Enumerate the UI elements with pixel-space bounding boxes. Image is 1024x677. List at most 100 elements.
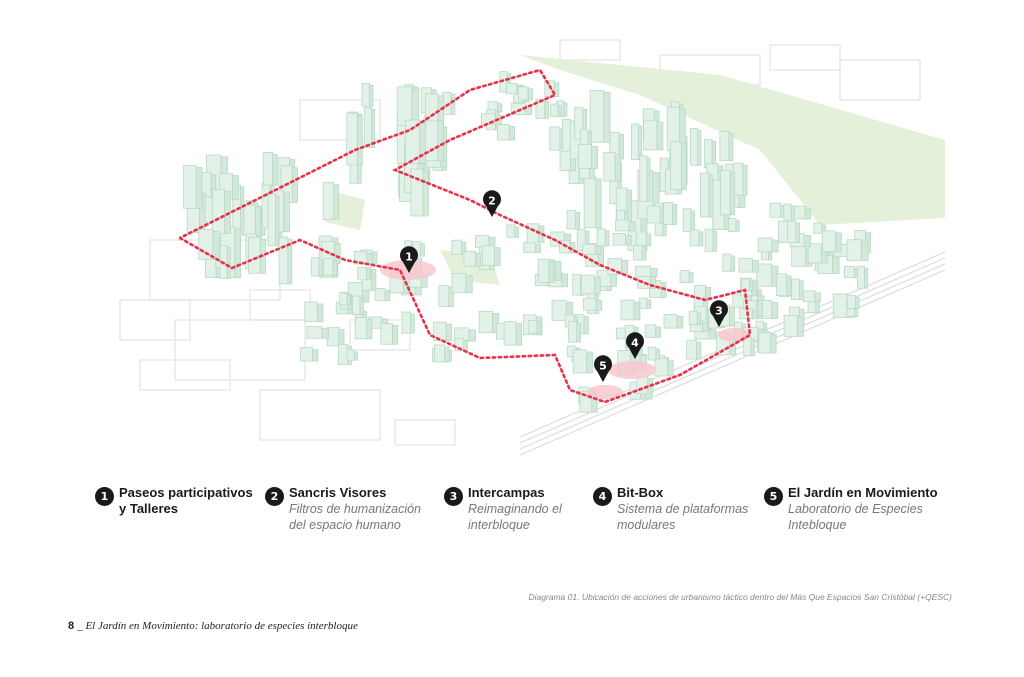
block-face — [802, 290, 816, 303]
block-side — [815, 299, 820, 314]
block-side — [690, 210, 695, 233]
page-number: 8 — [68, 620, 75, 632]
block-face — [183, 165, 197, 209]
apartment-block — [401, 311, 415, 334]
block-side — [728, 132, 734, 162]
legend-item: 2 Sancris Visores Filtros de humanizació… — [265, 485, 425, 533]
study-area-boundary — [178, 68, 752, 404]
block-face — [821, 230, 836, 253]
block-face — [756, 263, 772, 287]
block-side — [468, 329, 476, 342]
block-face — [813, 222, 823, 234]
block-face — [603, 152, 616, 182]
block-face — [567, 321, 578, 343]
legend-title: Sancris Visores — [289, 485, 387, 500]
block-side — [625, 235, 632, 246]
apartment-block — [478, 311, 500, 334]
block-face — [739, 308, 753, 320]
block-face — [374, 288, 386, 301]
block-face — [663, 314, 678, 329]
apartment-block — [846, 239, 869, 261]
apartment-block — [663, 201, 678, 225]
map-pin-icon: 3 — [710, 300, 728, 327]
context-building-outline — [259, 389, 381, 441]
block-face — [644, 324, 657, 338]
apartment-block — [643, 119, 664, 151]
apartment-block — [433, 321, 453, 341]
apartment-block — [463, 250, 482, 267]
apartment-block — [620, 299, 641, 321]
block-face — [438, 285, 450, 308]
block-face — [310, 257, 320, 277]
block-side — [751, 259, 759, 273]
block-face — [451, 272, 467, 294]
block-face — [451, 239, 462, 256]
marker-number: 5 — [599, 360, 607, 373]
block-side — [649, 267, 658, 277]
block-side — [771, 302, 779, 319]
block-face — [572, 349, 587, 374]
block-face — [846, 239, 862, 261]
block-face — [615, 219, 630, 232]
apartment-block — [578, 144, 598, 169]
block-face — [503, 321, 517, 346]
block-face — [633, 245, 643, 261]
block-face — [791, 245, 807, 267]
block-face — [497, 124, 510, 141]
apartment-block — [769, 202, 786, 218]
apartment-block — [654, 357, 674, 377]
apartment-block — [700, 172, 714, 218]
apartment-block — [846, 294, 860, 310]
block-face — [304, 301, 318, 323]
legend-number-badge: 3 — [444, 487, 463, 506]
block-face — [635, 265, 651, 277]
apartment-block — [339, 292, 351, 306]
apartment-block — [559, 240, 576, 254]
block-face — [700, 172, 710, 218]
block-side — [544, 101, 550, 119]
block-side — [575, 211, 580, 230]
intervention-zone — [608, 361, 656, 379]
apartment-block — [211, 188, 231, 234]
block-face — [787, 220, 797, 243]
apartment-block — [635, 231, 652, 247]
apartment-block — [688, 310, 702, 326]
block-side — [633, 301, 641, 321]
block-side — [475, 252, 482, 267]
block-face — [769, 202, 782, 218]
block-side — [357, 114, 363, 166]
block-side — [576, 323, 581, 343]
block-side — [312, 349, 319, 362]
context-building-outline — [839, 59, 921, 101]
intervention-zone — [718, 328, 750, 342]
apartment-block — [482, 245, 501, 266]
block-side — [646, 157, 651, 202]
context-building-outline — [769, 44, 841, 71]
apartment-block — [352, 295, 364, 315]
block-face — [654, 357, 668, 377]
block-side — [234, 228, 242, 279]
block-side — [410, 313, 415, 334]
block-side — [497, 103, 503, 113]
block-side — [751, 310, 759, 320]
block-side — [332, 260, 338, 276]
block-face — [688, 310, 698, 326]
block-face — [262, 152, 274, 186]
apartment-block — [523, 242, 542, 253]
block-side — [641, 247, 647, 261]
apartment-block — [791, 278, 804, 300]
block-face — [300, 347, 313, 362]
block-face — [646, 205, 661, 224]
apartment-block — [517, 86, 533, 101]
apartment-block — [639, 155, 651, 202]
block-face — [267, 193, 276, 247]
block-side — [275, 195, 280, 247]
block-side — [770, 334, 777, 354]
block-face — [693, 284, 706, 299]
apartment-block — [647, 346, 660, 361]
block-side — [272, 154, 278, 186]
block-side — [697, 129, 702, 166]
block-side — [708, 328, 716, 340]
apartment-block — [572, 349, 593, 374]
